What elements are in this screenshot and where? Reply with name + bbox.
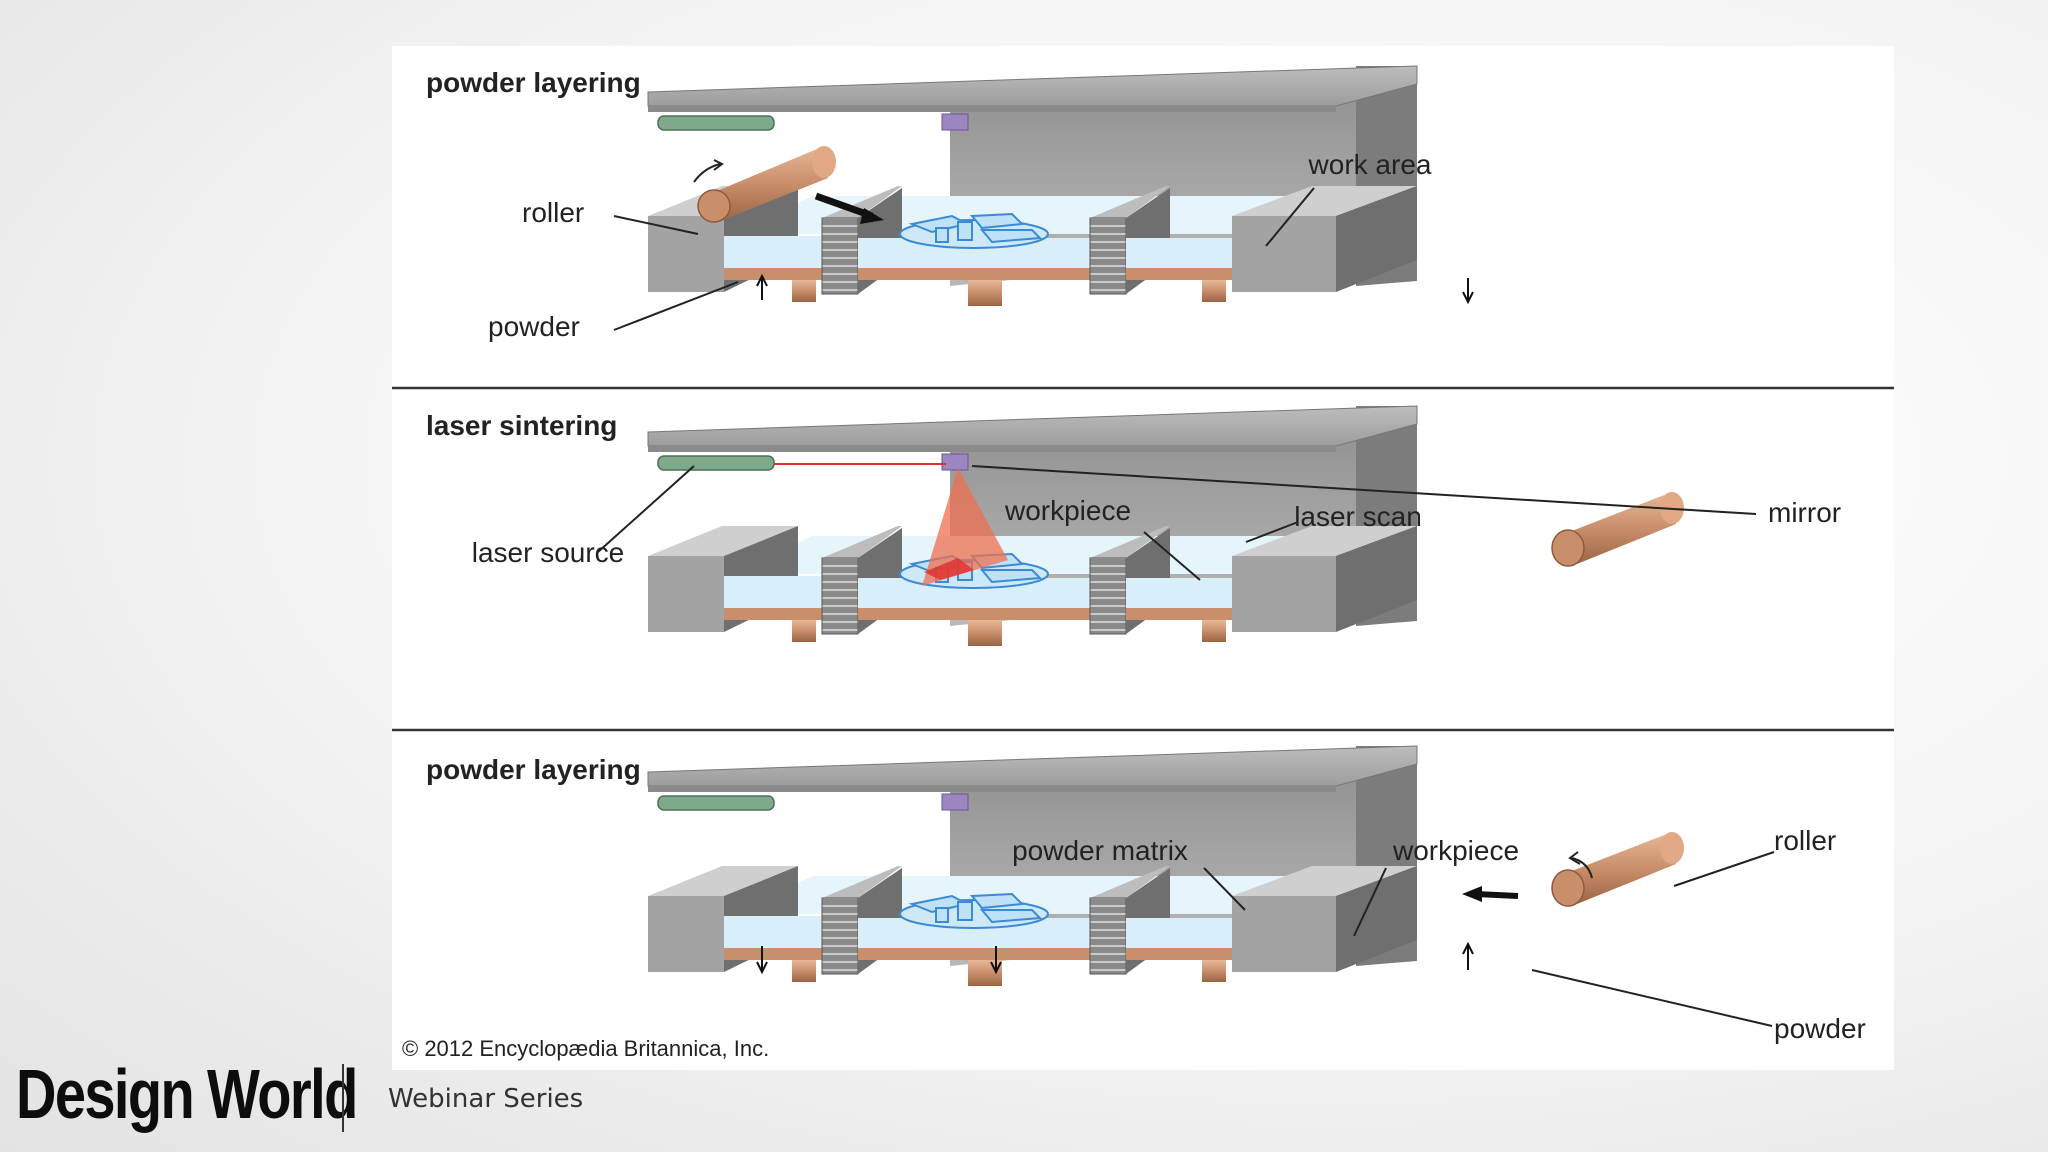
- roller-3: [1551, 832, 1684, 907]
- label-workpiece-3: workpiece: [1392, 835, 1519, 866]
- roller-direction-arrow-3: [1475, 891, 1519, 899]
- laser-scan-cone: [922, 468, 1008, 586]
- label-powder-3: powder: [1774, 1013, 1866, 1044]
- logo-divider: [342, 1064, 344, 1132]
- panel-3-title: powder layering: [426, 754, 641, 785]
- label-powder: powder: [488, 311, 580, 342]
- panel-1-title: powder layering: [426, 67, 641, 98]
- logo-text: Design World: [16, 1055, 358, 1133]
- roller-direction-arrow: [814, 192, 874, 220]
- sls-process-figure: powder layering roll: [392, 46, 1894, 1070]
- label-roller-3: roller: [1774, 825, 1836, 856]
- panel-2: laser sintering laser source workpiece l…: [426, 405, 1841, 647]
- roller-1: [693, 146, 836, 223]
- copyright-notice: © 2012 Encyclopædia Britannica, Inc.: [402, 1036, 769, 1061]
- panel-2-title: laser sintering: [426, 410, 617, 441]
- roller-2: [1551, 492, 1684, 567]
- panel-3: powder layering: [426, 745, 1866, 1044]
- label-powder-matrix: powder matrix: [1012, 835, 1188, 866]
- label-roller: roller: [522, 197, 584, 228]
- label-work-area: work area: [1308, 149, 1432, 180]
- panel-1: powder layering roll: [426, 65, 1474, 342]
- label-workpiece-2: workpiece: [1004, 495, 1131, 526]
- webinar-subtitle: Webinar Series: [388, 1084, 584, 1114]
- label-mirror: mirror: [1768, 497, 1841, 528]
- label-laser-scan: laser scan: [1294, 501, 1422, 532]
- label-laser-source: laser source: [472, 537, 625, 568]
- sls-diagram: powder layering roll: [392, 65, 1894, 1061]
